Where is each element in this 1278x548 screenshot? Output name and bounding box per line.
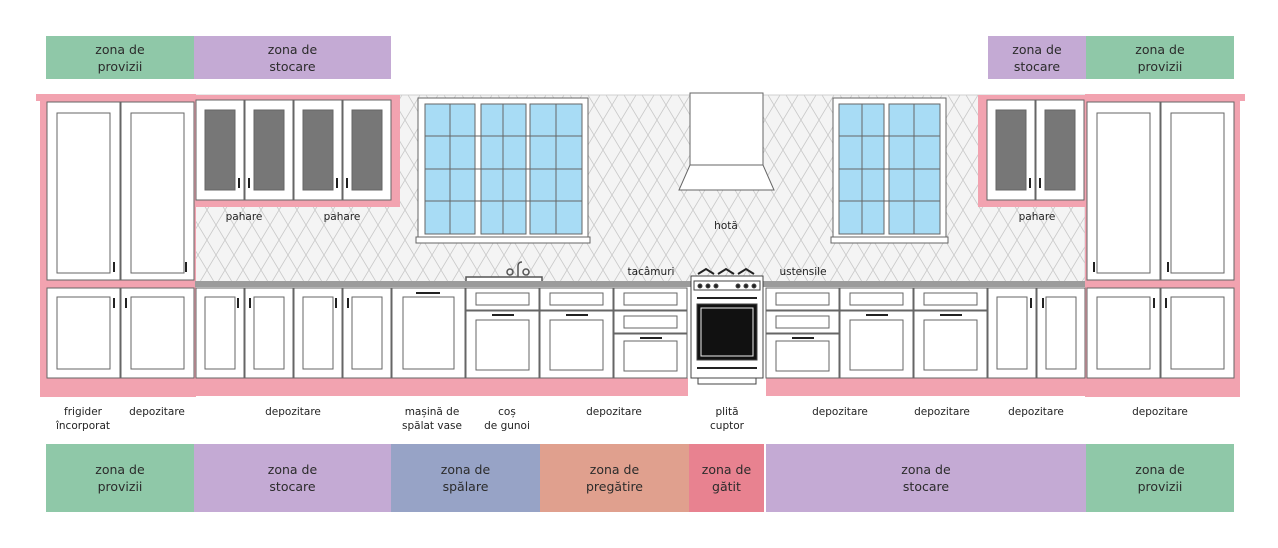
- range-hood: [678, 92, 775, 191]
- zone-bottom-stocare-left: zona de stocare: [194, 444, 391, 512]
- label-depozitare-1: depozitare: [129, 406, 185, 418]
- countertop: [195, 281, 1085, 287]
- label-pahare-1: pahare: [225, 211, 263, 223]
- zone-bottom-spalare: zona de spălare: [391, 444, 540, 512]
- label-depozitare-7: depozitare: [1132, 406, 1188, 418]
- label-depozitare-6: depozitare: [1008, 406, 1064, 418]
- upper-cabinets-right: [986, 99, 1085, 201]
- tall-doors-right: [1086, 101, 1235, 281]
- zone-bottom-stocare-right: zona de stocare: [766, 444, 1086, 512]
- label-pahare-2: pahare: [323, 211, 361, 223]
- label-masina-vase: mașină de spălat vase: [402, 406, 462, 432]
- label-depozitare-5: depozitare: [914, 406, 970, 418]
- label-cos-gunoi: coș de gunoi: [484, 406, 530, 432]
- label-depozitare-2: depozitare: [265, 406, 321, 418]
- tall-doors-left: [46, 101, 195, 281]
- zone-bottom-pregatire: zona de pregătire: [540, 444, 689, 512]
- zone-top-stocare-left: zona de stocare: [194, 36, 391, 79]
- zone-top-stocare-right: zona de stocare: [988, 36, 1086, 79]
- zone-bottom-provizii-left: zona de provizii: [46, 444, 194, 512]
- base-cabinets: [46, 287, 1235, 379]
- label-hota: hotă: [714, 220, 738, 232]
- label-frigider: frigider încorporat: [55, 406, 111, 432]
- zone-bottom-provizii-right: zona de provizii: [1086, 444, 1234, 512]
- plinth-right: [766, 378, 1240, 396]
- label-depozitare-3: depozitare: [586, 406, 642, 418]
- tall-unit-right-top: [1085, 94, 1245, 101]
- plinth-left: [40, 378, 688, 396]
- label-tacamuri: tacâmuri: [627, 266, 675, 278]
- base-handles: [113, 292, 1167, 339]
- label-pahare-3: pahare: [1018, 211, 1056, 223]
- label-plita-cuptor: plită cuptor: [710, 406, 744, 432]
- label-ustensile: ustensile: [779, 266, 827, 278]
- window-left: [415, 97, 591, 244]
- window-right: [830, 97, 949, 244]
- tall-unit-left-top: [36, 94, 196, 101]
- zone-top-provizii-left: zona de provizii: [46, 36, 194, 79]
- zone-top-provizii-right: zona de provizii: [1086, 36, 1234, 79]
- upper-cabinets-left: [195, 99, 392, 201]
- zone-bottom-gatit: zona de gătit: [689, 444, 764, 512]
- stove: [690, 267, 764, 385]
- label-depozitare-4: depozitare: [812, 406, 868, 418]
